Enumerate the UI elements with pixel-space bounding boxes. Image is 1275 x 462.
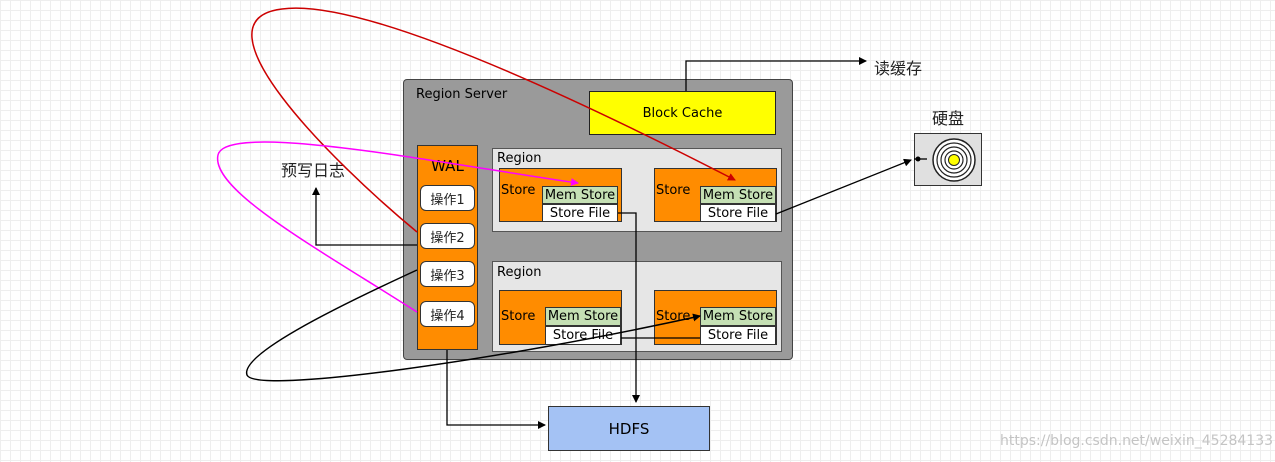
- wal-operation-4: 操作4: [420, 301, 475, 327]
- region-1-label: Region: [497, 151, 542, 166]
- wal-annotation-label: 预写日志: [281, 161, 346, 180]
- region-2-store-1-label: Store: [501, 309, 536, 324]
- region-1-store-2-store-file: Store File: [700, 204, 776, 222]
- wal-operation-2: 操作2: [420, 223, 475, 249]
- wal-annotation-arrow: [312, 187, 417, 246]
- wal-operation-3: 操作3: [420, 261, 475, 287]
- region-2-store-1-store-file: Store File: [545, 326, 621, 345]
- region-2-store-2-mem-store: Mem Store: [700, 307, 776, 326]
- wal-operation-1: 操作1: [420, 185, 475, 211]
- disk-label: 硬盘: [932, 109, 965, 128]
- region-server-label: Region Server: [416, 87, 508, 102]
- hdfs-box: HDFS: [548, 406, 710, 451]
- black-write-arrow: [246, 269, 701, 382]
- red-write-arrow: [251, 7, 736, 233]
- read-cache-arrow: [685, 57, 867, 91]
- region-1-store-2-mem-store: Mem Store: [700, 186, 776, 204]
- region-1-store-1-store-file: Store File: [542, 204, 618, 222]
- block-cache-box: Block Cache: [589, 91, 776, 135]
- store-file-to-hdfs-line-1: [618, 212, 640, 403]
- region-1-store-1-label: Store: [501, 183, 536, 198]
- region-2-store-1-mem-store: Mem Store: [545, 307, 621, 326]
- disk-connector-dot: [915, 156, 921, 162]
- hard-disk-icon: [932, 138, 976, 182]
- wal-to-hdfs-arrow: [446, 350, 546, 429]
- read-cache-label: 读缓存: [874, 59, 923, 78]
- region-2-store-2-store-file: Store File: [700, 326, 776, 345]
- watermark: https://blog.csdn.net/weixin_45284133: [1000, 433, 1274, 449]
- magenta-write-arrow: [217, 141, 579, 313]
- disk-box: [914, 133, 982, 186]
- store-file-to-disk-arrow: [775, 158, 912, 215]
- region-1-store-1-mem-store: Mem Store: [542, 186, 618, 204]
- region-2-label: Region: [497, 265, 542, 280]
- region-1-store-2-label: Store: [656, 183, 691, 198]
